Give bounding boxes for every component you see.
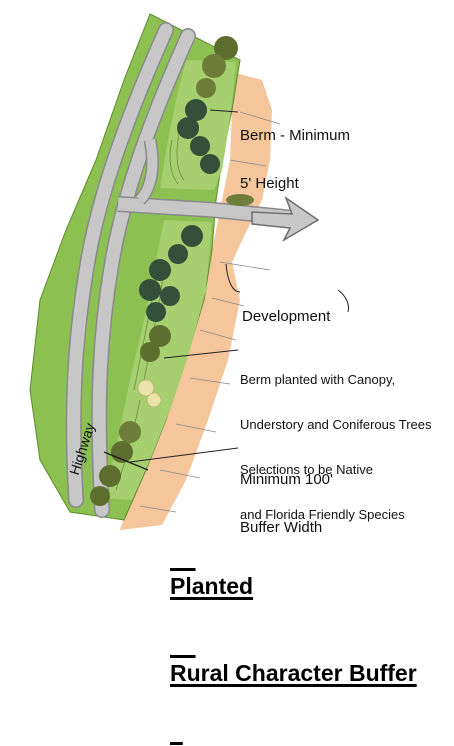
leader-lines bbox=[103, 109, 349, 471]
site-plan-drawing bbox=[29, 13, 349, 530]
buffer-leader bbox=[129, 447, 239, 463]
berm-planted-leader bbox=[163, 349, 239, 359]
development-arrow-icon bbox=[251, 196, 320, 242]
buffer-width-label: Minimum 100' Buffer Width bbox=[240, 440, 333, 568]
title-line-2: Rural Character Buffer bbox=[170, 660, 417, 686]
development-label: Development bbox=[242, 277, 330, 357]
diagram-title: Planted Rural Character Buffer bbox=[170, 514, 417, 746]
berm-planted-line-4: and Florida Friendly Species bbox=[240, 507, 405, 522]
buffer-dimension bbox=[103, 451, 149, 471]
berm-height-leader bbox=[209, 109, 239, 113]
buffer-width-line-1: Minimum 100' bbox=[240, 471, 333, 488]
berm-height-line-2: 5' Height bbox=[240, 175, 299, 192]
title-line-1: Planted bbox=[170, 573, 254, 599]
development-leader bbox=[225, 263, 349, 313]
berm-planted-line-2: Understory and Coniferous Trees bbox=[240, 417, 432, 432]
buffer-diagram: Berm - Minimum 5' Height Development Ber… bbox=[29, 13, 431, 686]
berm-height-label: Berm - Minimum 5' Height bbox=[240, 96, 350, 224]
access-road-north-link-surface bbox=[136, 139, 158, 204]
berm-planted-label: Berm planted with Canopy, Understory and… bbox=[240, 342, 431, 552]
highway-lane-west-surface bbox=[67, 23, 173, 507]
berm-height-line-1: Berm - Minimum bbox=[240, 127, 351, 144]
development-tick-marks bbox=[139, 111, 281, 513]
buffer-width-line-2: Buffer Width bbox=[240, 519, 323, 536]
berm-planted-line-1: Berm planted with Canopy, bbox=[240, 372, 396, 387]
development-text: Development bbox=[242, 308, 331, 325]
highway-lane-east-surface bbox=[92, 29, 195, 517]
tree-group bbox=[90, 36, 254, 506]
berm-planted-line-3: Selections to be Native bbox=[240, 462, 373, 477]
